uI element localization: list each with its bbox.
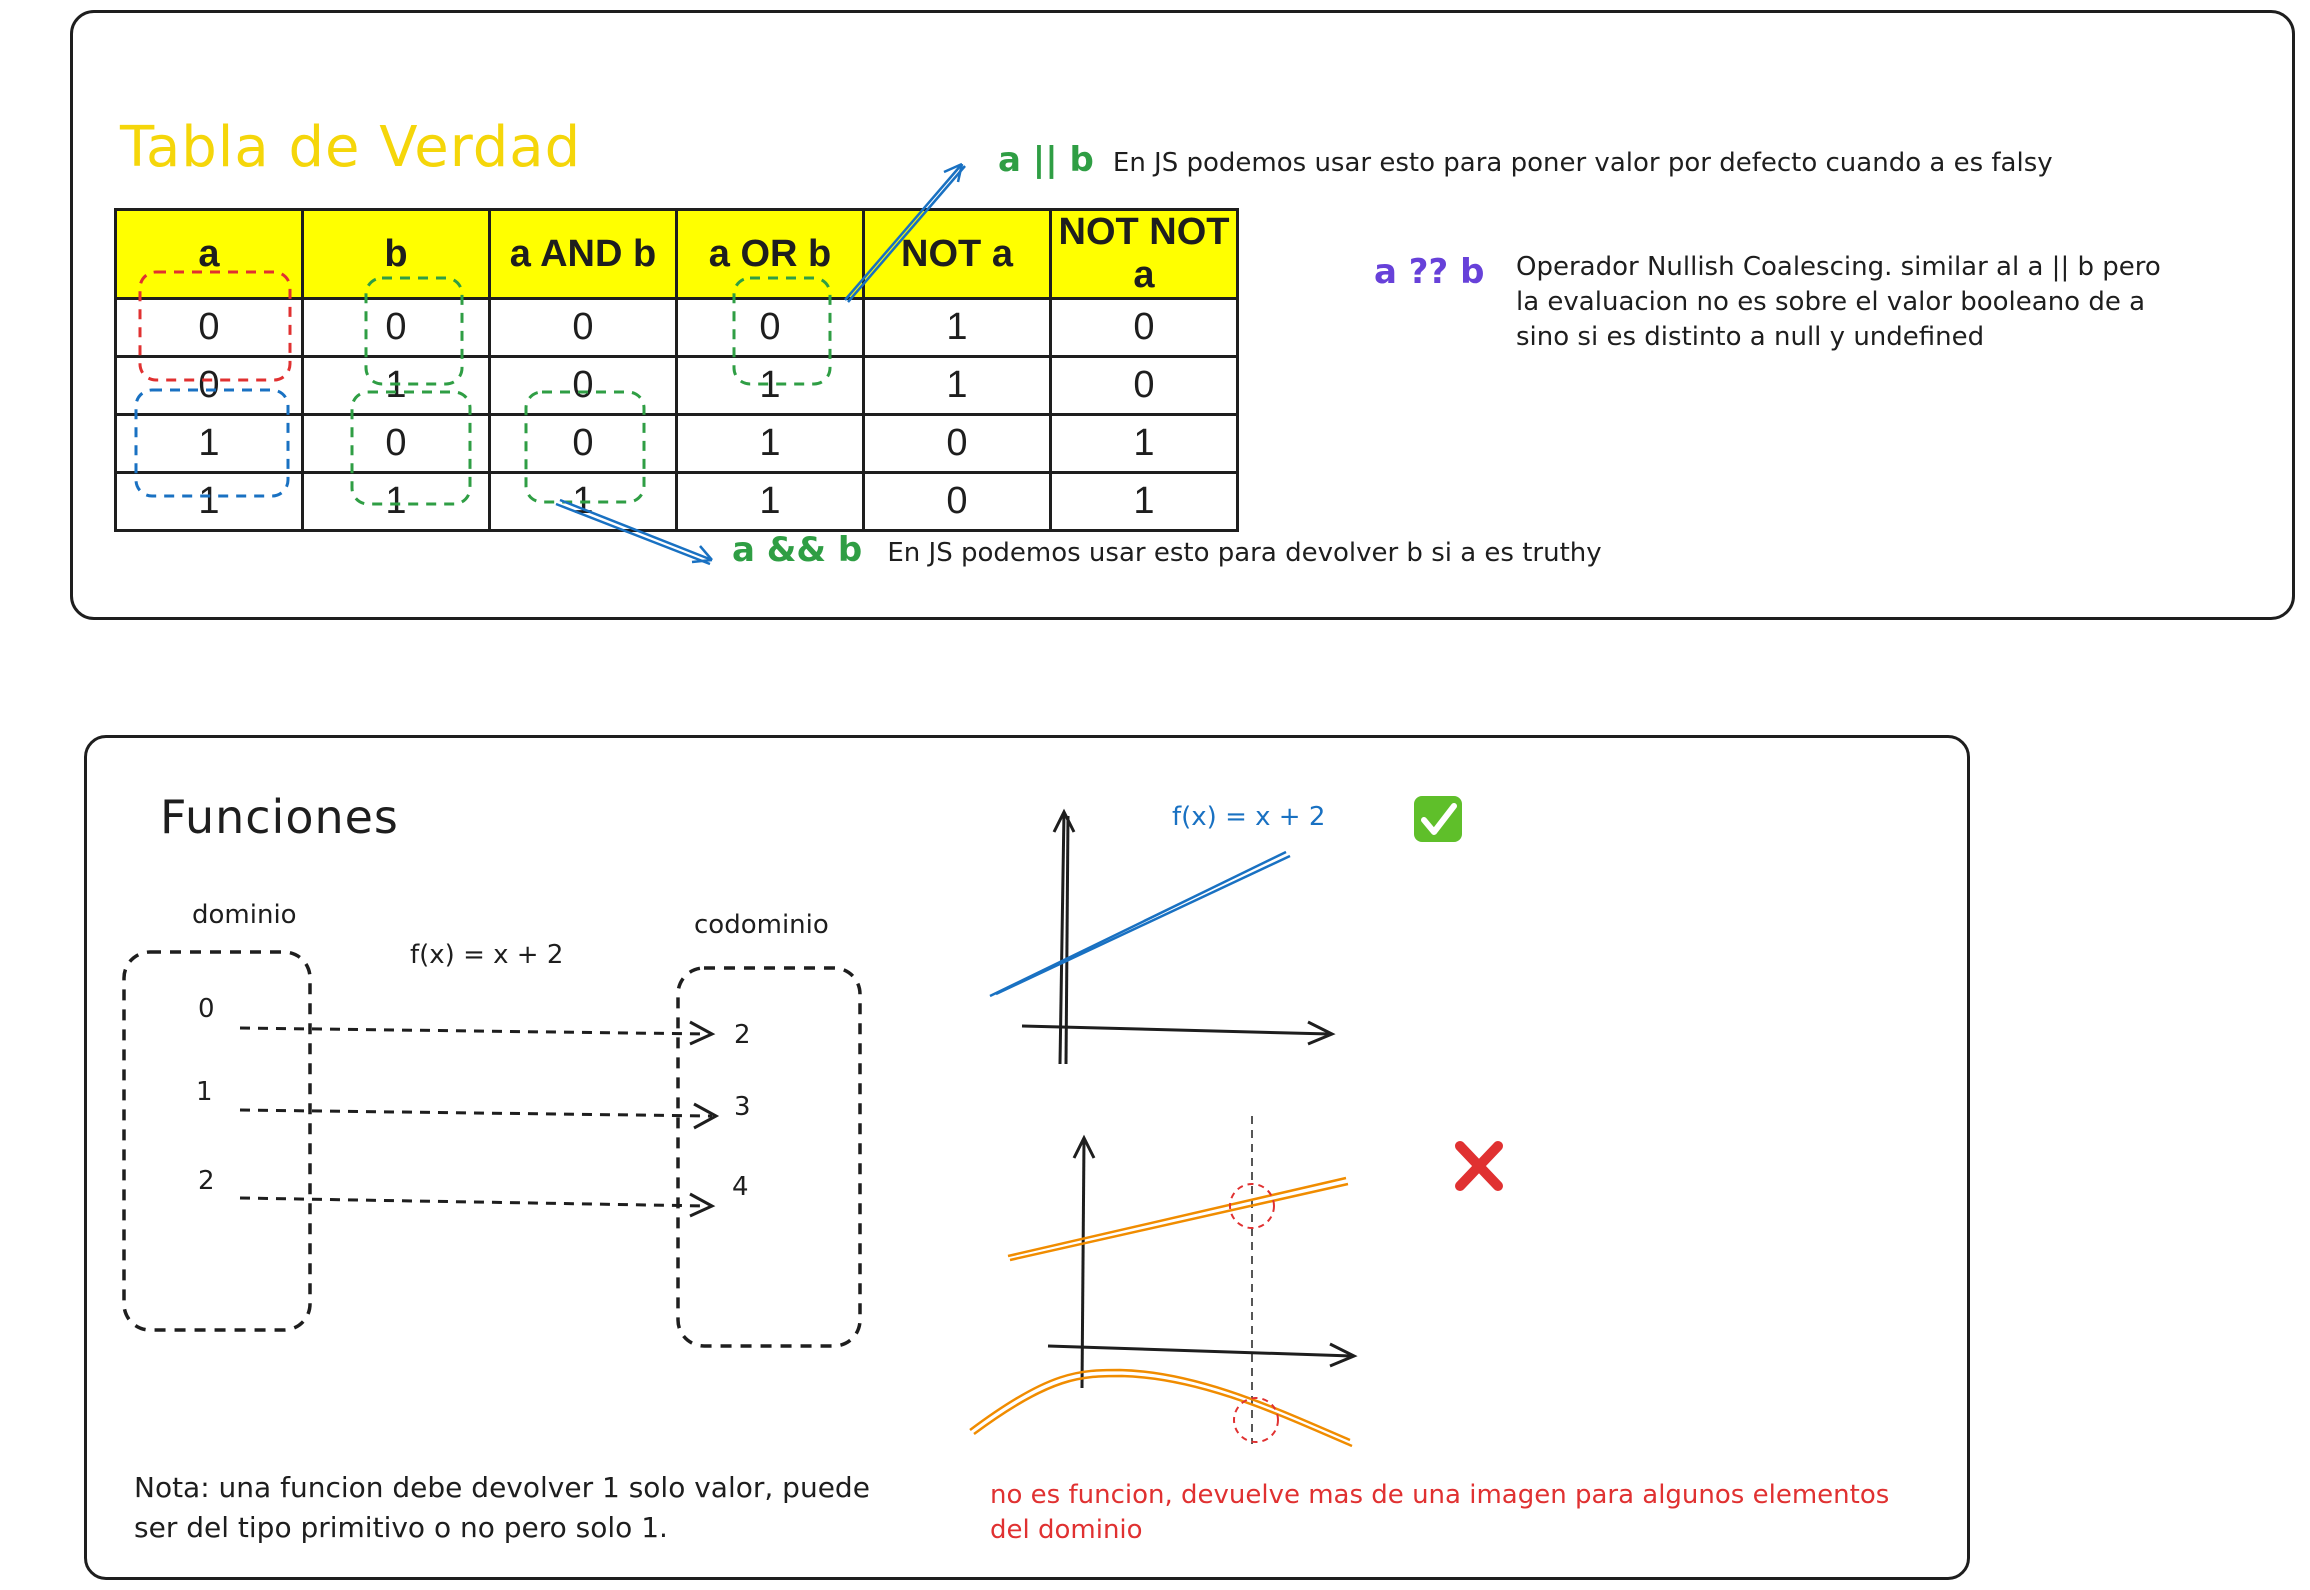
nullish-note-line: sino si es distinto a null y undefined: [1516, 322, 1985, 352]
and-arrow: [555, 498, 713, 566]
highlight-a-zero: [138, 270, 292, 382]
table-cell: 1: [862, 297, 1052, 358]
domain-value: 0: [198, 994, 215, 1024]
table-cell: 1: [114, 471, 304, 532]
table-cell: 1: [1049, 413, 1239, 474]
graph-invalid-y-axis: [1080, 1137, 1086, 1389]
codomain-value: 2: [734, 1020, 751, 1050]
graph-valid: [1021, 808, 1336, 1065]
table-cell: 0: [301, 413, 491, 474]
table-cell: 0: [675, 297, 865, 358]
table-cell: 1: [675, 413, 865, 474]
highlight-or-col: [732, 276, 832, 386]
table-cell: 0: [488, 413, 678, 474]
intersection-marker: [1233, 1397, 1279, 1443]
table-cell: 0: [301, 297, 491, 358]
not-function-note: no es funcion, devuelve mas de una image…: [990, 1478, 1889, 1548]
codomain-value: 4: [732, 1172, 749, 1202]
function-note-line: ser del tipo primitivo o no pero solo 1.: [134, 1511, 668, 1544]
nullish-note-line: Operador Nullish Coalescing. similar al …: [1516, 252, 2161, 282]
and-note: a && b En JS podemos usar esto para devo…: [732, 530, 1602, 571]
functions-panel: [84, 735, 1970, 1580]
graph-valid-line: [989, 850, 1291, 998]
truth-table-title: Tabla de Verdad: [120, 115, 582, 180]
table-cell: 0: [488, 297, 678, 358]
function-note: Nota: una funcion debe devolver 1 solo v…: [134, 1468, 870, 1548]
nullish-note-text: Operador Nullish Coalescing. similar al …: [1516, 250, 2161, 355]
mapping-label: f(x) = x + 2: [410, 940, 564, 970]
highlight-b-col: [350, 390, 472, 506]
graph-invalid: [1047, 1134, 1358, 1389]
table-row: 0 1 0 1 1 0: [114, 355, 1239, 416]
graph-invalid-curves: [969, 1176, 1353, 1448]
and-note-text: En JS podemos usar esto para devolver b …: [887, 538, 1602, 568]
table-cell: 0: [114, 355, 304, 416]
header-cell: a OR b: [675, 208, 865, 300]
header-cell: a: [114, 208, 304, 300]
table-cell: 0: [862, 471, 1052, 532]
or-note: a || b En JS podemos usar esto para pone…: [998, 140, 2053, 181]
graph-function-label: f(x) = x + 2: [1172, 802, 1326, 832]
check-mark-icon: [1414, 796, 1462, 842]
codomain-label: codominio: [694, 910, 829, 940]
table-row: 0 0 0 0 1 0: [114, 297, 1239, 358]
table-cell: 1: [114, 413, 304, 474]
header-cell: NOT a: [862, 208, 1052, 300]
table-cell: 1: [675, 355, 865, 416]
nullish-operator: a ?? b: [1374, 252, 1485, 292]
highlight-and-col: [524, 390, 646, 504]
nullish-note-line: la evaluacion no es sobre el valor boole…: [1516, 287, 2146, 317]
table-cell: 1: [1049, 471, 1239, 532]
or-note-text: En JS podemos usar esto para poner valor…: [1112, 148, 2053, 178]
intersection-marker: [1229, 1183, 1275, 1229]
table-cell: 0: [1049, 355, 1239, 416]
table-cell: 0: [114, 297, 304, 358]
domain-value: 2: [198, 1166, 215, 1196]
table-cell: 1: [675, 471, 865, 532]
cross-mark-icon: [1455, 1141, 1503, 1191]
not-function-line: del dominio: [990, 1515, 1143, 1545]
truth-table-header-row: a b a AND b a OR b NOT a NOT NOT a: [114, 208, 1239, 300]
not-function-line: no es funcion, devuelve mas de una image…: [990, 1480, 1890, 1510]
header-cell: a AND b: [488, 208, 678, 300]
table-cell: 0: [1049, 297, 1239, 358]
graph-valid-x-axis: [1021, 1024, 1331, 1036]
truth-table-panel: [70, 10, 2295, 620]
graph-valid-y-axis: [1058, 811, 1066, 1065]
and-operator: a && b: [732, 530, 863, 570]
graph-invalid-x-axis: [1047, 1344, 1353, 1358]
table-cell: 0: [862, 413, 1052, 474]
table-cell: 1: [301, 471, 491, 532]
functions-title: Funciones: [160, 790, 399, 844]
table-row: 1 0 0 1 0 1: [114, 413, 1239, 474]
table-cell: 0: [488, 355, 678, 416]
domain-value: 1: [196, 1077, 213, 1107]
mapping-arrows: [239, 1020, 720, 1218]
domain-label: dominio: [192, 900, 297, 930]
domain-set: [122, 950, 312, 1332]
codomain-value: 3: [734, 1092, 751, 1122]
function-note-line: Nota: una funcion debe devolver 1 solo v…: [134, 1471, 870, 1504]
table-cell: 1: [862, 355, 1052, 416]
truth-table: a b a AND b a OR b NOT a NOT NOT a 0 0 0…: [114, 208, 1239, 532]
header-cell: NOT NOT a: [1049, 208, 1239, 300]
or-operator: a || b: [998, 140, 1094, 180]
codomain-set: [676, 966, 862, 1348]
highlight-b-zero: [364, 276, 464, 386]
highlight-a-one: [134, 388, 290, 498]
or-arrow: [844, 162, 966, 303]
